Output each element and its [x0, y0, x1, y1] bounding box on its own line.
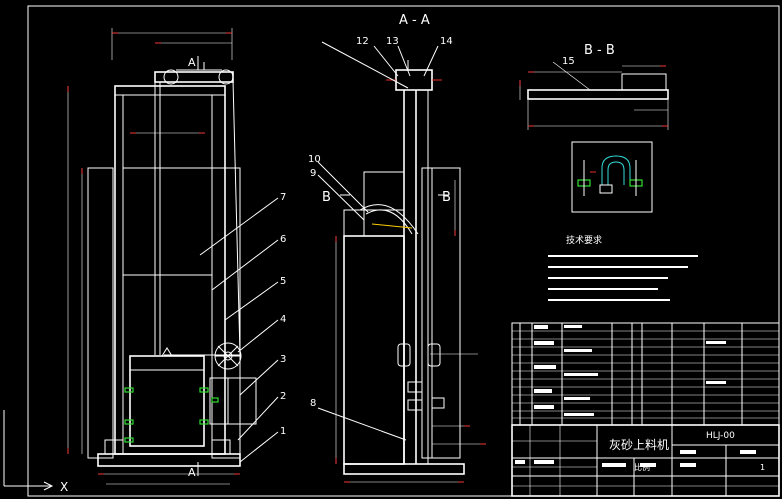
- part-label-9: 9: [310, 168, 316, 179]
- section-title-a-a: A - A: [399, 13, 430, 28]
- part-label-2: 2: [280, 391, 286, 402]
- detail-view: [571, 141, 653, 213]
- section-marker-b-left: B: [322, 190, 331, 205]
- tech-requirements-heading: 技术要求: [566, 234, 602, 246]
- part-label-15: 15: [562, 56, 575, 67]
- section-title-b-b: B - B: [584, 43, 615, 58]
- drawing-border: [27, 5, 780, 497]
- part-label-1: 1: [280, 426, 286, 437]
- tech-requirements-lines: [548, 255, 698, 301]
- section-b-b-view: [519, 61, 669, 130]
- title-block-count: 1: [760, 463, 765, 472]
- part-label-8: 8: [310, 398, 316, 409]
- section-marker-b-right: B: [442, 190, 451, 205]
- part-label-7: 7: [280, 192, 286, 203]
- part-label-3: 3: [280, 354, 286, 365]
- part-label-12: 12: [356, 36, 369, 47]
- title-block-name: 灰砂上料机: [609, 438, 669, 452]
- title-block: [511, 424, 780, 497]
- section-marker-a-top: A: [188, 56, 196, 69]
- part-label-13: 13: [386, 36, 399, 47]
- part-label-5: 5: [280, 276, 286, 287]
- part-label-10: 10: [308, 154, 321, 165]
- ucs-icon: [3, 410, 54, 491]
- ucs-x-label: X: [60, 480, 68, 494]
- part-label-6: 6: [280, 234, 286, 245]
- parts-list-table: [511, 322, 780, 426]
- section-marker-a-bottom: A: [188, 466, 196, 479]
- part-label-4: 4: [280, 314, 286, 325]
- title-block-code: HLJ-00: [706, 431, 735, 441]
- front-view: [67, 28, 279, 485]
- section-a-a-view: [317, 41, 486, 483]
- part-label-14: 14: [440, 36, 453, 47]
- title-block-scale-label: 比例: [634, 462, 650, 472]
